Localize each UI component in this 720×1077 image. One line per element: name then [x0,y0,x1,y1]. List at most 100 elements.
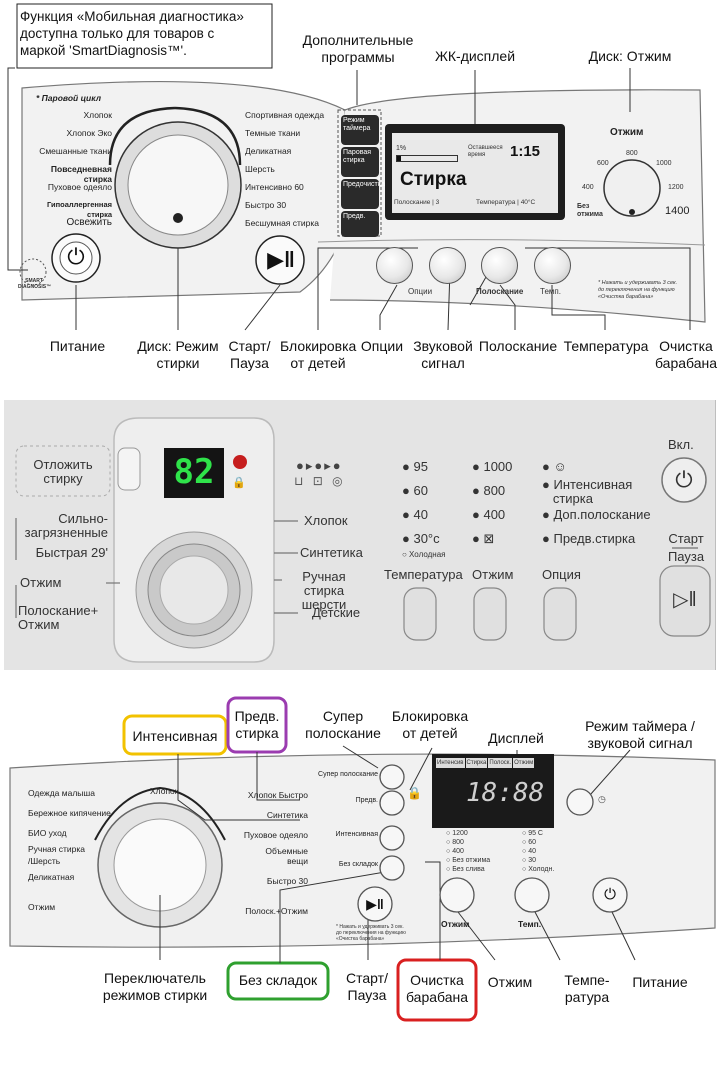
program-bulky[interactable]: Объемные [265,846,308,856]
lcd-progress [397,156,401,161]
program-handwash[interactable]: Ручная стирка [28,844,85,854]
spin-400: 400 [582,184,594,191]
rinse-button[interactable] [481,247,518,284]
callout-start: Старт/Пауза [346,970,388,1003]
program-bio[interactable]: БИО уход [28,828,67,838]
program-mixed[interactable]: Смешанные ткани [39,146,112,156]
super-rinse-label: Супер полоскание [318,771,378,778]
program-heavy[interactable]: Сильно-загрязненные [24,511,108,540]
program-spin[interactable]: Отжим [28,902,56,912]
program-synthetics2[interactable]: Синтетика [300,545,363,560]
program-cotton2[interactable]: Хлопок [304,513,348,528]
program-wool[interactable]: /Шерсть [28,856,61,866]
power-icon[interactable]: ⏻ [604,886,616,903]
callout-lcd: ЖК-дисплей [434,48,516,64]
display-tab-wash: Стирка [465,758,488,768]
program-quick30[interactable]: Быстро 30 [266,876,308,886]
intensive-label: Интенсивная [335,831,378,838]
status-indicators: ●▸●▸● [296,458,343,473]
callout-display: Дисплей [488,730,544,746]
program-silent[interactable]: Бесшумная стирка [245,218,320,228]
intensive-button[interactable] [380,826,404,850]
program-synthetics[interactable]: Синтетика [266,810,308,820]
spin-button-label: Отжим [441,919,470,929]
power-icon[interactable]: ⏻ [675,467,693,492]
sound-button[interactable] [429,247,466,284]
spin-1000: 1000 [656,160,672,167]
program-duvet[interactable]: Пуховое одеяло [47,182,112,192]
option-icon-row: ● ☺ [542,459,567,474]
no-crease-label: Без складок [338,861,378,868]
temp-60: ● 60 [402,483,428,498]
start-pause-icon[interactable]: ▷‖ [673,589,697,611]
program-kids[interactable]: Детские [312,605,361,620]
program-refresh[interactable]: Освежить [66,217,113,228]
option-button[interactable] [544,588,576,640]
program-allergy[interactable]: Гипоаллергенная стирка [46,200,112,219]
temp-30: ● 30°c [402,531,440,546]
option-prewash: ● Предв.стирка [542,531,636,546]
no-crease-button[interactable] [380,856,404,880]
program-delicate[interactable]: Деликатная [245,146,292,156]
option-button-label: Опция [542,567,581,582]
side-button-prewash[interactable]: Предочистка [341,179,385,209]
program-rinse-spin[interactable]: Полоск.+Отжим [245,906,308,916]
program-bulky-2[interactable]: вещи [287,856,308,866]
side-button-labels: Супер полоскание Предв. Интенсивная Без … [316,770,378,870]
program-cotton[interactable]: Хлопок [83,110,112,120]
callout-rinse: Полоскание [478,338,558,354]
spin-button[interactable] [440,878,474,912]
super-rinse-button[interactable] [380,765,404,789]
program-quick30[interactable]: Быстро 30 [245,200,287,210]
program-baby[interactable]: Одежда малыша [28,788,95,798]
program-dark[interactable]: Темные ткани [245,128,301,138]
temp-cold: ○ Холодн. [522,866,555,873]
temp-button[interactable] [534,247,571,284]
start-pause-icon[interactable]: ▶︎‖ [267,247,295,272]
program-cotton-eco[interactable]: Хлопок Эко [66,128,112,138]
power-icon[interactable]: ⏻ [67,244,85,269]
side-button-pre[interactable]: Предв. [341,211,379,237]
program-gentle-boil[interactable]: Бережное кипячение [28,808,111,818]
program-intensive60[interactable]: Интенсивно 60 [245,182,304,192]
program-duvet[interactable]: Пуховое одеяло [243,830,308,840]
spin-none: ○ Без отжима [446,857,491,864]
start-pause-icon[interactable]: ▶‖ [366,896,384,912]
program-sport[interactable]: Спортивная одежда [245,110,325,120]
spin2-1000: ● 1000 [472,459,513,474]
program-daily[interactable]: Повседневная стирка [50,164,112,184]
program-rinse-spin[interactable]: Полоскание+Отжим [18,603,99,632]
program-quick-cotton[interactable]: Хлопок Быстро [247,790,308,800]
program-quick29[interactable]: Быстрая 29' [35,545,108,560]
temp-button[interactable] [515,878,549,912]
callout-timer: Режим таймера /звуковой сигнал [585,718,695,751]
lcd-temp: Температура | 40°C [476,199,536,206]
program-wool[interactable]: Шерсть [245,164,275,174]
program-delicate[interactable]: Деликатная [28,872,75,882]
temp-button[interactable] [404,588,436,640]
side-button-timer[interactable]: Режим таймера [341,115,379,145]
temp-label: Темп. [540,287,561,296]
timer-icon: ◷ [598,794,606,804]
side-button-steam[interactable]: Паровая стирка [341,147,379,177]
callout-spin: Отжим [487,974,533,990]
program-cotton-top[interactable]: Хлопок [150,786,179,796]
display-tabs: Интенсив Стирка Полоск. Отжим [436,758,552,768]
spin-button-label: Отжим [472,567,514,582]
program-spin[interactable]: Отжим [20,575,62,590]
side-buttons: Режим таймера Паровая стирка Предочистка… [341,115,385,237]
prewash-button[interactable] [380,791,404,815]
temp-95: ○ 95 C [522,830,543,837]
temp-button-label: Температура [384,567,463,582]
display-tab-spin: Отжим [513,758,535,768]
callout-intensive: Интенсивная [132,728,218,744]
options-button[interactable] [376,247,413,284]
spin-button[interactable] [474,588,506,640]
callout-start: Старт/Пауза [228,338,271,371]
timer-button[interactable] [567,789,593,815]
